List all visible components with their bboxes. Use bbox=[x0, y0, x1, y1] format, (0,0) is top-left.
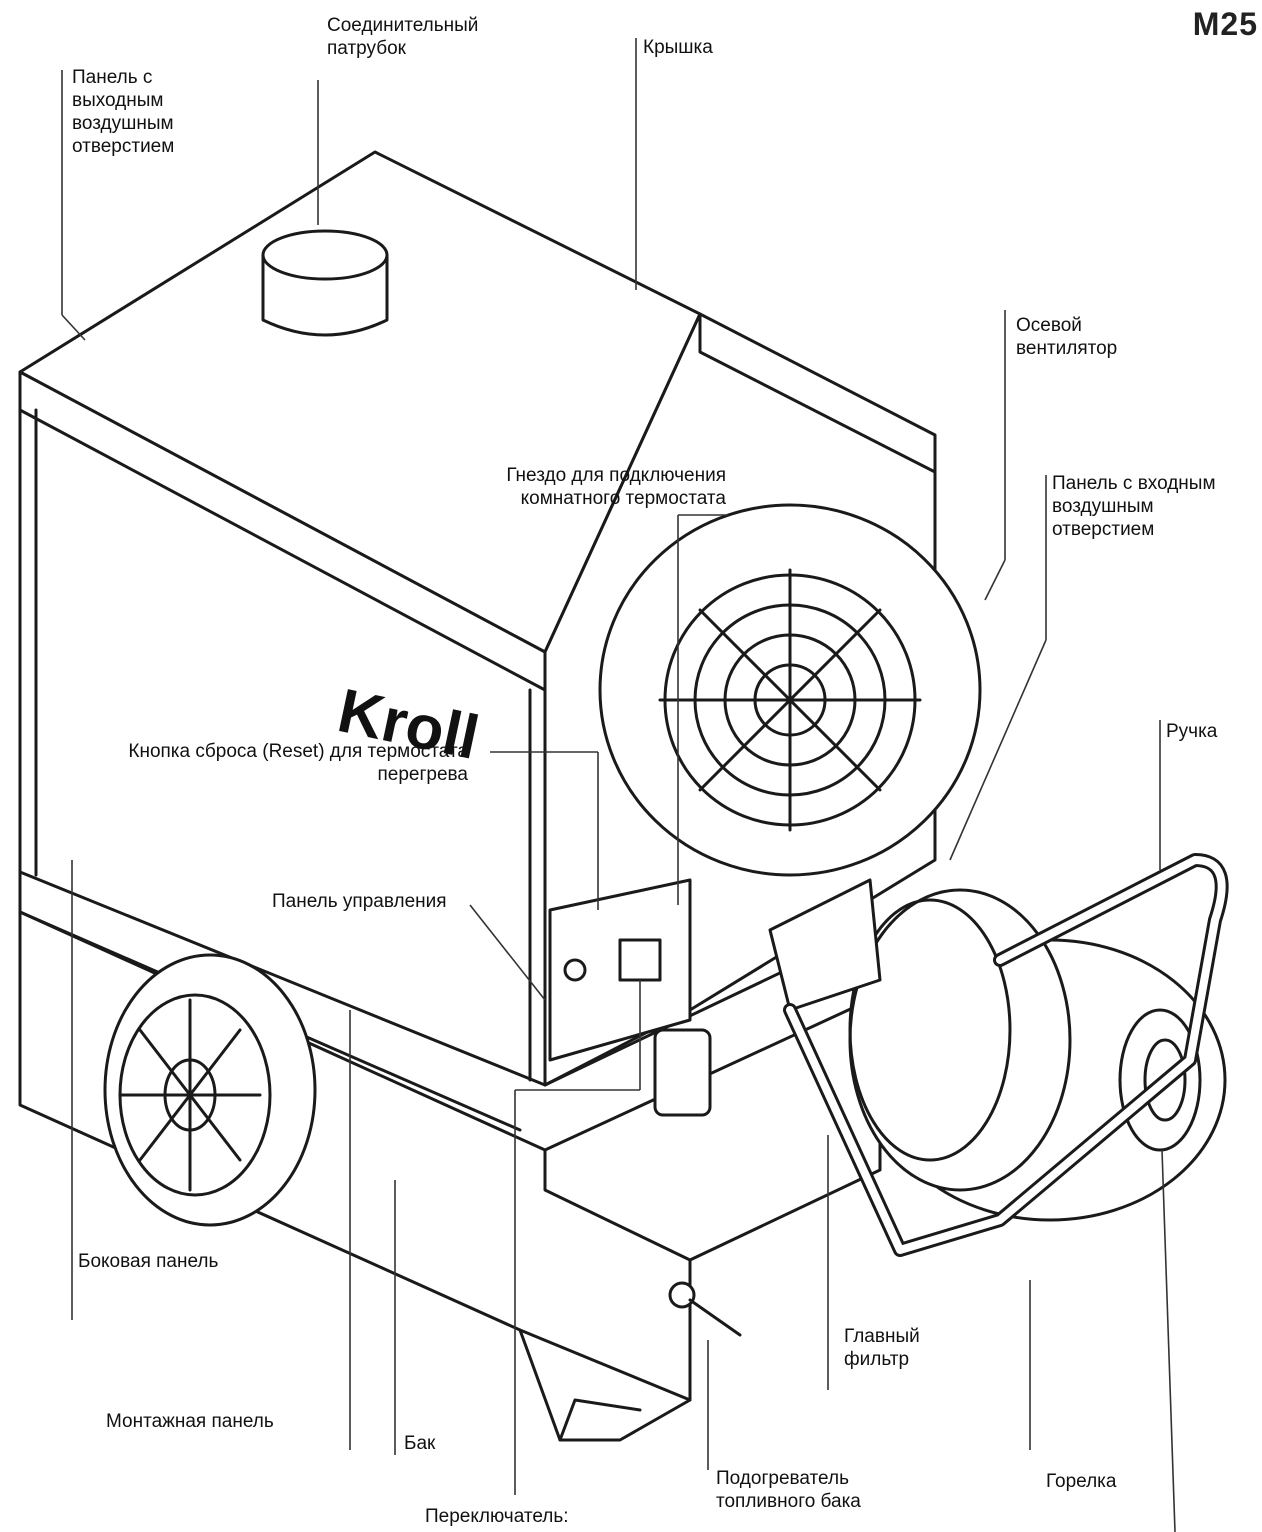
connector-pipe bbox=[261, 229, 389, 281]
label-side-panel: Боковая панель bbox=[78, 1251, 219, 1272]
label-axial-fan: Осевой вентилятор bbox=[1016, 315, 1118, 359]
wheel bbox=[103, 953, 317, 1227]
label-mounting-panel: Монтажная панель bbox=[106, 1411, 274, 1432]
label-handle: Ручка bbox=[1166, 721, 1218, 742]
main-filter bbox=[653, 1028, 712, 1117]
label-switch: Переключатель: bbox=[425, 1506, 569, 1527]
label-connector: Соединительный патрубок bbox=[327, 15, 479, 59]
label-cover: Крышка bbox=[643, 37, 713, 58]
label-control-panel: Панель управления bbox=[272, 891, 447, 912]
label-burner: Горелка bbox=[1046, 1471, 1117, 1492]
label-reset-button: Кнопка сброса (Reset) для термостата пер… bbox=[128, 741, 468, 785]
label-tank: Бак bbox=[404, 1433, 436, 1454]
label-thermostat-socket: Гнездо для подключения комнатного термос… bbox=[506, 465, 726, 509]
label-tank-heater: Подогреватель топливного бака bbox=[716, 1468, 861, 1512]
label-outlet-panel: Панель с выходным воздушным отверстием bbox=[72, 67, 175, 157]
label-main-filter: Главный фильтр bbox=[844, 1326, 920, 1370]
label-inlet-panel: Панель с входным воздушным отверстием bbox=[1052, 473, 1216, 540]
model-number: M25 bbox=[1192, 6, 1258, 42]
